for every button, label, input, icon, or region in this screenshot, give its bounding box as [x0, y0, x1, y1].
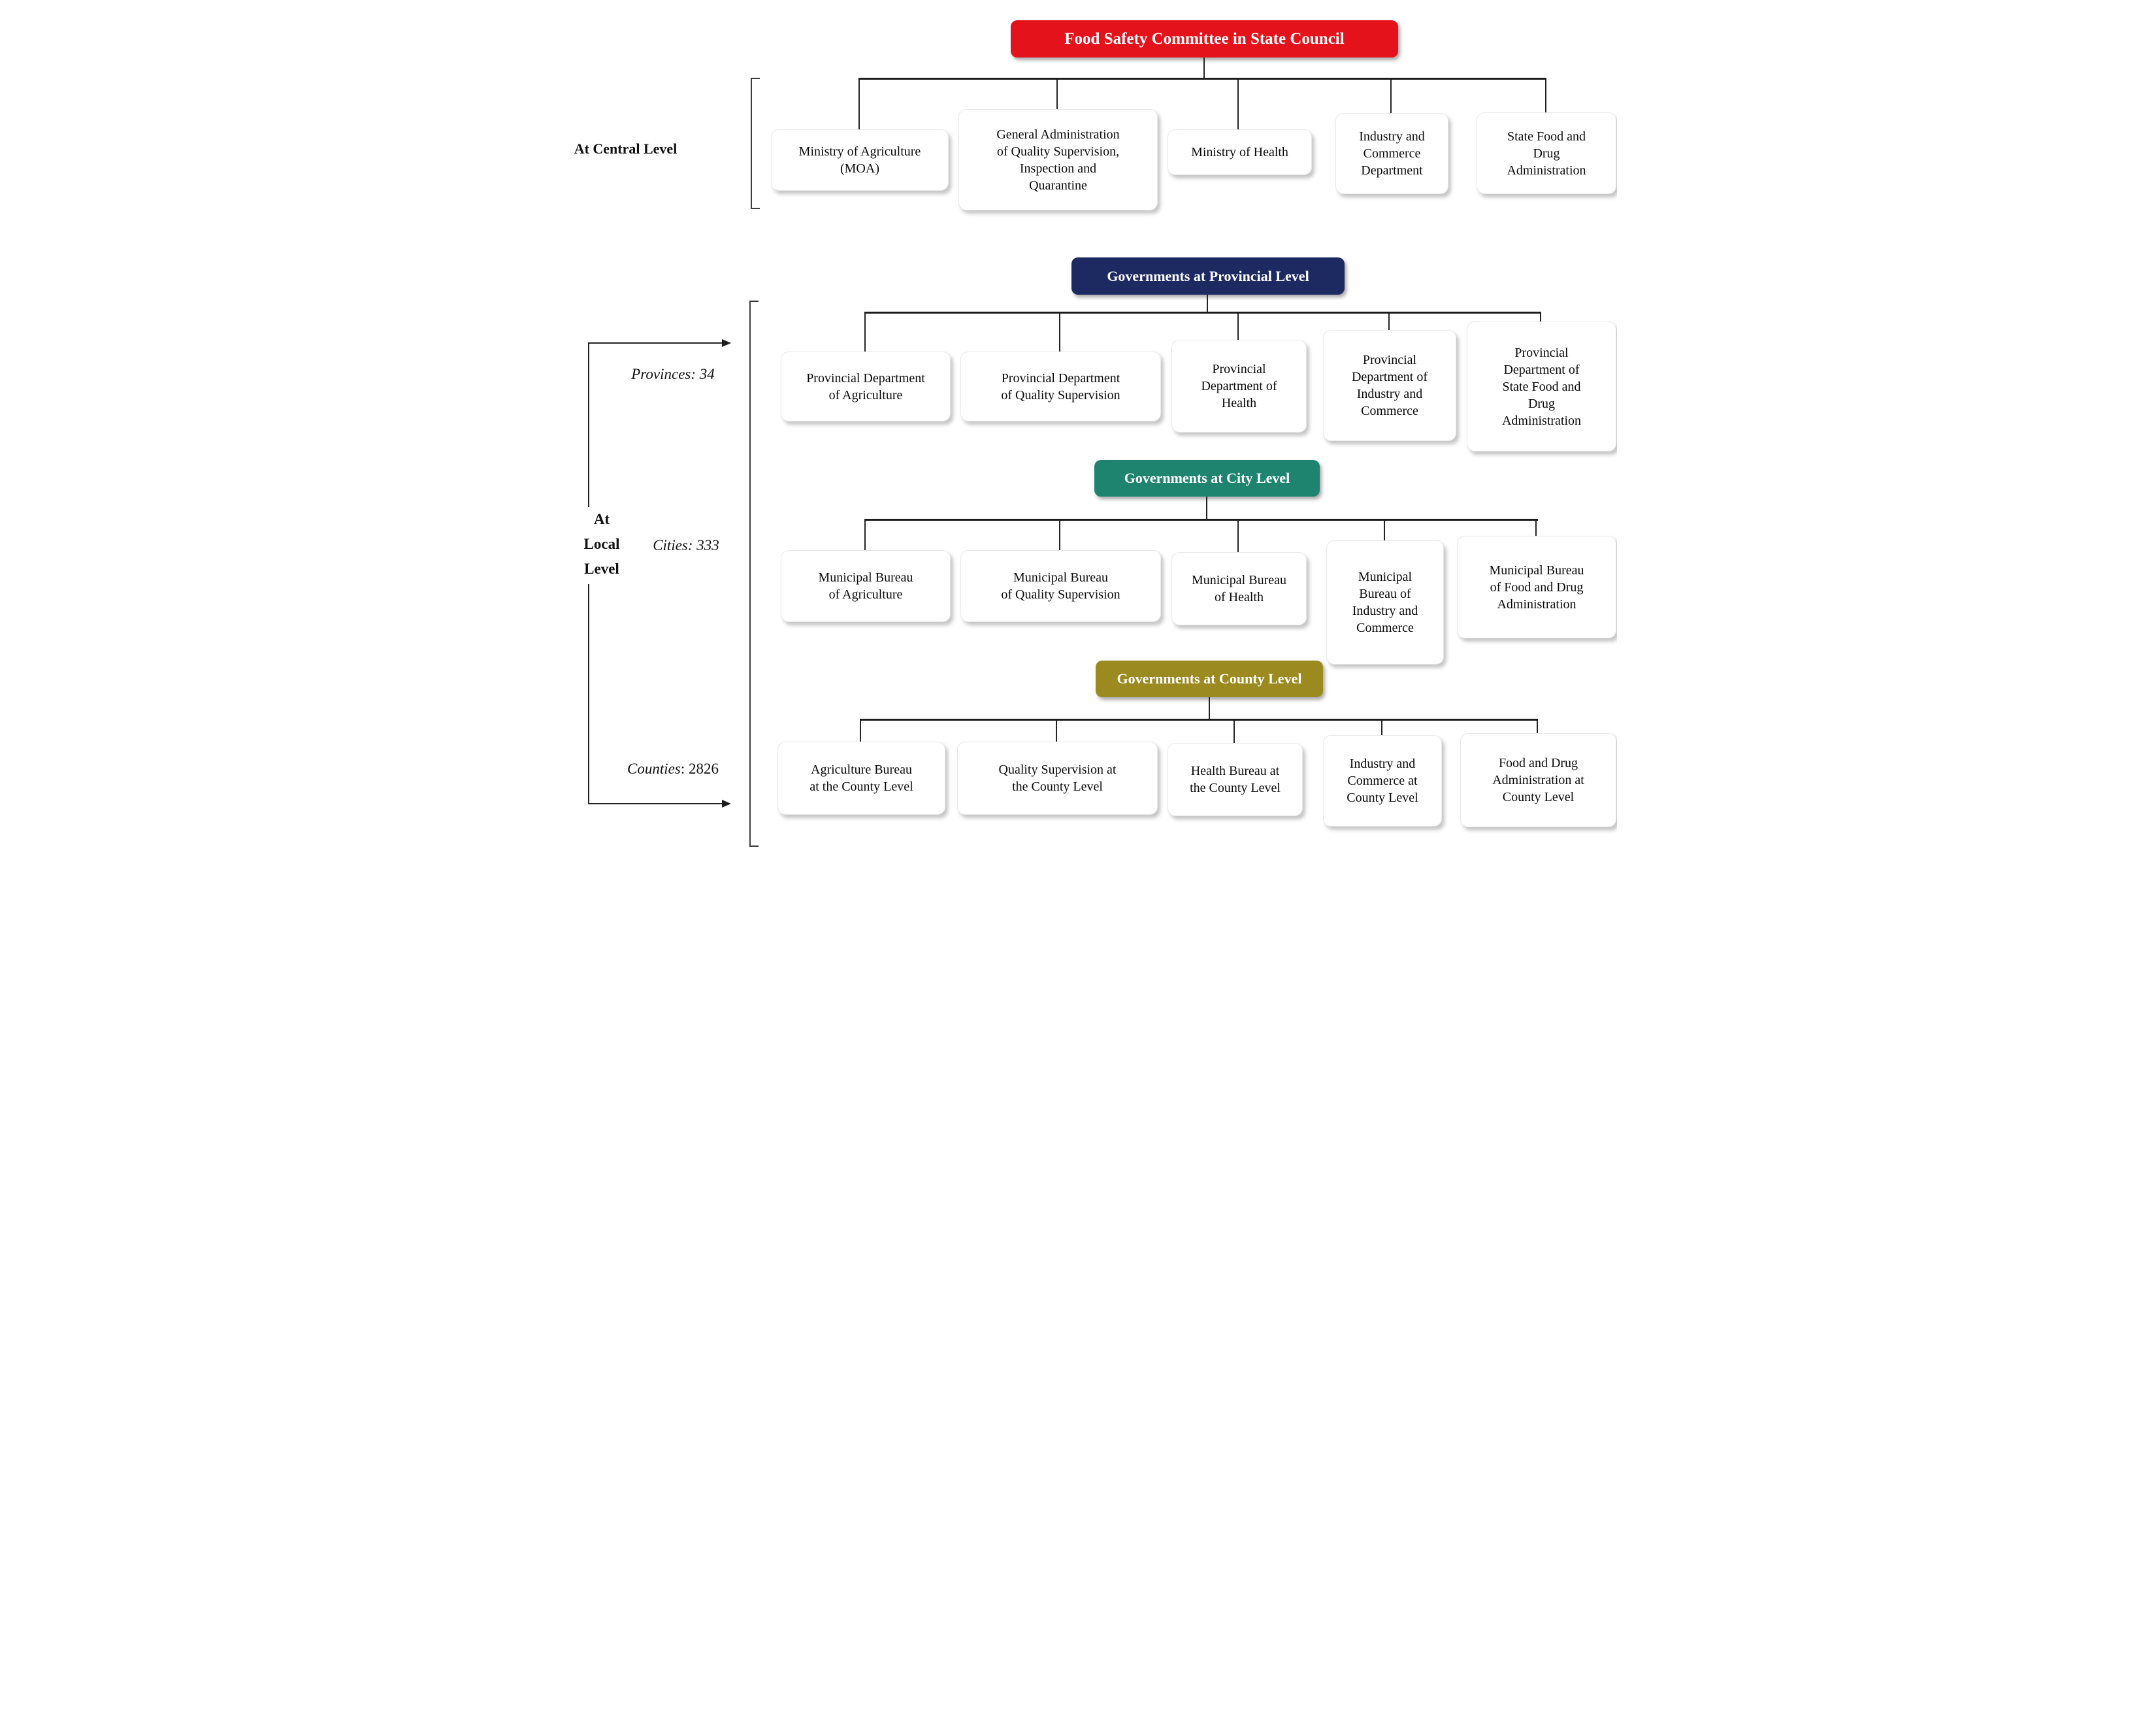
- org-box-county-industry-commerce: Industry and Commerce at County Level: [1323, 735, 1442, 827]
- counties-count-value: : 2826: [680, 761, 719, 777]
- connector-drop-city-1: [864, 521, 866, 550]
- connector-drop-central-1: [858, 80, 860, 129]
- org-box-provincial-quality-supervision: Provincial Department of Quality Supervi…: [960, 352, 1161, 421]
- connector-drop-city-2: [1059, 521, 1060, 550]
- local-level-bracket: [749, 301, 759, 847]
- org-box-label: Provincial Department of Quality Supervi…: [1001, 370, 1120, 402]
- org-box-municipal-industry-commerce: Municipal Bureau of Industry and Commerc…: [1326, 540, 1444, 665]
- org-box-provincial-agriculture: Provincial Department of Agriculture: [781, 352, 951, 421]
- connector-drop-city-4: [1384, 521, 1385, 540]
- connector-stub-city: [1206, 497, 1207, 519]
- org-box-label: Quality Supervision at the County Level: [998, 763, 1117, 794]
- org-box-label: Municipal Bureau of Food and Drug Admini…: [1489, 563, 1584, 612]
- org-box-label: General Administration of Quality Superv…: [996, 127, 1120, 193]
- row-header-city: Governments at City Level: [1094, 460, 1320, 497]
- org-box-provincial-industry-commerce: Provincial Department of Industry and Co…: [1323, 330, 1456, 441]
- connector-drop-provincial-5: [1540, 314, 1541, 321]
- central-level-bracket: [751, 78, 760, 209]
- connector-rail-provincial: [864, 312, 1541, 314]
- org-box-label: Industry and Commerce at County Level: [1347, 757, 1418, 805]
- row-header-label: Governments at City Level: [1124, 470, 1290, 486]
- org-box-label: Food and Drug Administration at County L…: [1492, 756, 1584, 804]
- row-header-county: Governments at County Level: [1096, 661, 1323, 697]
- connector-rail-central: [858, 78, 1546, 80]
- provinces-arrow-line: [589, 342, 722, 344]
- connector-drop-county-5: [1537, 721, 1538, 733]
- org-box-general-administration-quality-supervision: General Administration of Quality Superv…: [958, 109, 1158, 210]
- connector-stub-county: [1209, 697, 1210, 719]
- org-box-ministry-of-health: Ministry of Health: [1168, 129, 1312, 175]
- root-header-food-safety-committee: Food Safety Committee in State Council: [1011, 20, 1398, 57]
- connector-drop-central-2: [1056, 80, 1058, 109]
- connector-drop-county-3: [1233, 721, 1235, 743]
- org-box-municipal-agriculture: Municipal Bureau of Agriculture: [781, 550, 951, 622]
- counties-arrow-line: [589, 803, 722, 804]
- row-header-label: Governments at County Level: [1117, 670, 1302, 687]
- org-box-municipal-quality-supervision: Municipal Bureau of Quality Supervision: [960, 550, 1161, 622]
- connector-drop-central-5: [1545, 80, 1546, 112]
- org-box-industry-commerce-department: Industry and Commerce Department: [1335, 113, 1448, 194]
- connector-drop-county-2: [1056, 721, 1057, 742]
- org-chart-food-safety: Food Safety Committee in State Council A…: [539, 0, 1617, 862]
- connector-rail-city: [864, 519, 1538, 521]
- org-box-label: Industry and Commerce Department: [1359, 129, 1425, 178]
- counties-count-label: Counties: 2826: [598, 761, 748, 778]
- connector-stub-provincial: [1207, 295, 1208, 312]
- org-box-provincial-food-drug: Provincial Department of State Food and …: [1467, 321, 1616, 451]
- counties-arrow-head-icon: [722, 800, 731, 808]
- org-box-label: Agriculture Bureau at the County Level: [809, 763, 913, 794]
- counties-count-word: Counties: [627, 761, 681, 777]
- org-box-county-food-drug: Food and Drug Administration at County L…: [1460, 733, 1616, 827]
- org-box-label: Municipal Bureau of Industry and Commerc…: [1352, 570, 1418, 635]
- org-box-label: Provincial Department of Health: [1201, 362, 1277, 410]
- root-header-label: Food Safety Committee in State Council: [1064, 29, 1345, 48]
- row-header-provincial: Governments at Provincial Level: [1071, 257, 1345, 295]
- connector-rail-county: [860, 719, 1538, 721]
- connector-stub-central: [1203, 57, 1205, 78]
- provinces-count-label: Provinces: 34: [631, 366, 715, 382]
- org-box-provincial-health: Provincial Department of Health: [1171, 340, 1307, 433]
- local-level-vertical-line-lower: [588, 584, 589, 804]
- row-header-label: Governments at Provincial Level: [1107, 267, 1309, 284]
- connector-drop-city-5: [1535, 521, 1537, 536]
- org-box-county-agriculture: Agriculture Bureau at the County Level: [777, 742, 945, 815]
- org-box-label: Municipal Bureau of Quality Supervision: [1001, 570, 1120, 602]
- org-box-county-quality-supervision: Quality Supervision at the County Level: [957, 742, 1158, 815]
- org-box-label: State Food and Drug Administration: [1507, 129, 1586, 178]
- org-box-ministry-of-agriculture: Ministry of Agriculture (MOA): [771, 129, 949, 191]
- cities-count-label: Cities: 333: [653, 537, 719, 553]
- org-box-municipal-health: Municipal Bureau of Health: [1171, 552, 1307, 625]
- org-box-label: Ministry of Health: [1191, 145, 1288, 159]
- connector-drop-provincial-1: [864, 314, 866, 352]
- connector-drop-city-3: [1237, 521, 1239, 552]
- org-box-label: Ministry of Agriculture (MOA): [798, 144, 921, 176]
- org-box-state-food-drug-administration: State Food and Drug Administration: [1477, 112, 1616, 194]
- connector-drop-county-4: [1381, 721, 1382, 735]
- connector-drop-central-4: [1390, 80, 1392, 113]
- local-level-label: At Local Level: [583, 511, 620, 577]
- org-box-county-health: Health Bureau at the County Level: [1168, 743, 1303, 816]
- org-box-label: Health Bureau at the County Level: [1190, 764, 1281, 795]
- org-box-label: Municipal Bureau of Health: [1192, 573, 1286, 604]
- connector-drop-central-3: [1237, 80, 1239, 129]
- org-box-label: Provincial Department of Industry and Co…: [1351, 353, 1428, 418]
- connector-drop-provincial-3: [1237, 314, 1239, 340]
- provinces-arrow-head-icon: [722, 339, 731, 347]
- connector-drop-provincial-2: [1059, 314, 1060, 352]
- org-box-label: Provincial Department of Agriculture: [806, 370, 925, 402]
- central-level-label: At Central Level: [574, 140, 678, 157]
- connector-drop-provincial-4: [1388, 314, 1390, 330]
- org-box-label: Municipal Bureau of Agriculture: [818, 570, 913, 602]
- local-level-vertical-line-upper: [588, 342, 589, 507]
- connector-drop-county-1: [860, 721, 861, 742]
- org-box-municipal-food-drug: Municipal Bureau of Food and Drug Admini…: [1457, 536, 1616, 638]
- org-box-label: Provincial Department of State Food and …: [1501, 345, 1582, 428]
